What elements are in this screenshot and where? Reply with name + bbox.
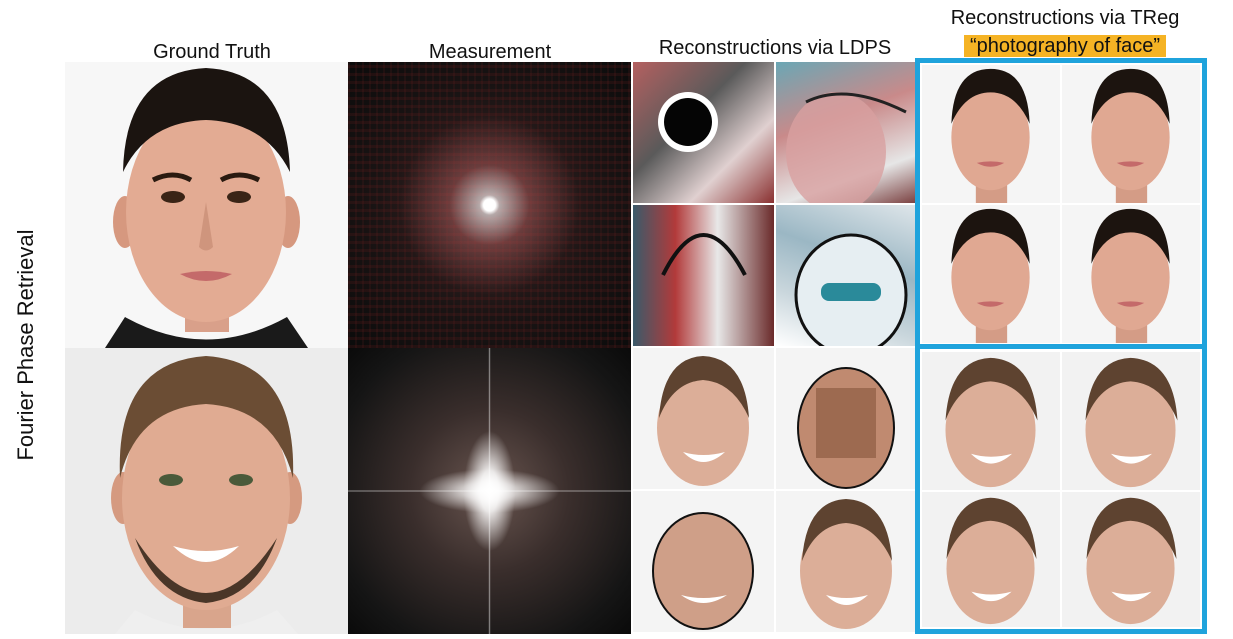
- face-illustration: [800, 499, 892, 629]
- header-ground-truth: Ground Truth: [153, 41, 271, 63]
- ldps-reconstruction-4: [776, 205, 917, 346]
- treg-reconstruction-8: [1062, 492, 1200, 627]
- face-illustration: [111, 356, 302, 634]
- ldps-reconstruction-3: [633, 205, 774, 346]
- header-treg: Reconstructions via TReg: [950, 7, 1180, 29]
- header-ldps: Reconstructions via LDPS: [658, 37, 892, 59]
- ldps-reconstruction-5: [633, 348, 774, 489]
- face-illustration: [951, 208, 1030, 343]
- ldps-reconstruction-8: [776, 491, 917, 632]
- face-illustration: [1086, 497, 1177, 625]
- treg-reconstruction-6: [1062, 352, 1200, 490]
- blob-illustration: [786, 92, 907, 203]
- ldps-reconstruction-2: [776, 62, 917, 203]
- blob-illustration: [661, 233, 747, 276]
- face-illustration: [1085, 357, 1178, 488]
- treg-reconstruction-7: [922, 492, 1060, 627]
- face-illustration: [946, 497, 1037, 625]
- ldps-reconstruction-1: [633, 62, 774, 203]
- treg-reconstruction-4: [1062, 205, 1200, 343]
- ground-truth-image-2: [65, 348, 348, 634]
- face-illustration: [945, 357, 1038, 488]
- face-illustration: [797, 367, 895, 489]
- face-illustration: [657, 356, 749, 486]
- ldps-reconstruction-7: [633, 491, 774, 632]
- treg-reconstruction-3: [922, 205, 1060, 343]
- blob-illustration: [794, 233, 908, 346]
- face-illustration: [105, 68, 308, 348]
- face-illustration: [1091, 68, 1170, 203]
- face-illustration: [951, 68, 1030, 203]
- face-illustration: [1091, 208, 1170, 343]
- ground-truth-image-1: [65, 62, 348, 348]
- treg-reconstruction-1: [922, 65, 1060, 203]
- treg-frame-2: [915, 344, 1207, 634]
- treg-reconstruction-5: [922, 352, 1060, 490]
- measurement-image-1: [348, 62, 631, 348]
- treg-reconstruction-2: [1062, 65, 1200, 203]
- ldps-reconstruction-6: [776, 348, 917, 489]
- header-prompt: “photography of face”: [915, 34, 1215, 58]
- blob-illustration: [658, 92, 718, 152]
- header-measurement: Measurement: [428, 41, 552, 63]
- measurement-image-2: [348, 348, 631, 634]
- prompt-highlight: “photography of face”: [963, 35, 1167, 57]
- row-label-text: Fourier Phase Retrieval: [13, 229, 38, 461]
- face-illustration: [652, 512, 754, 630]
